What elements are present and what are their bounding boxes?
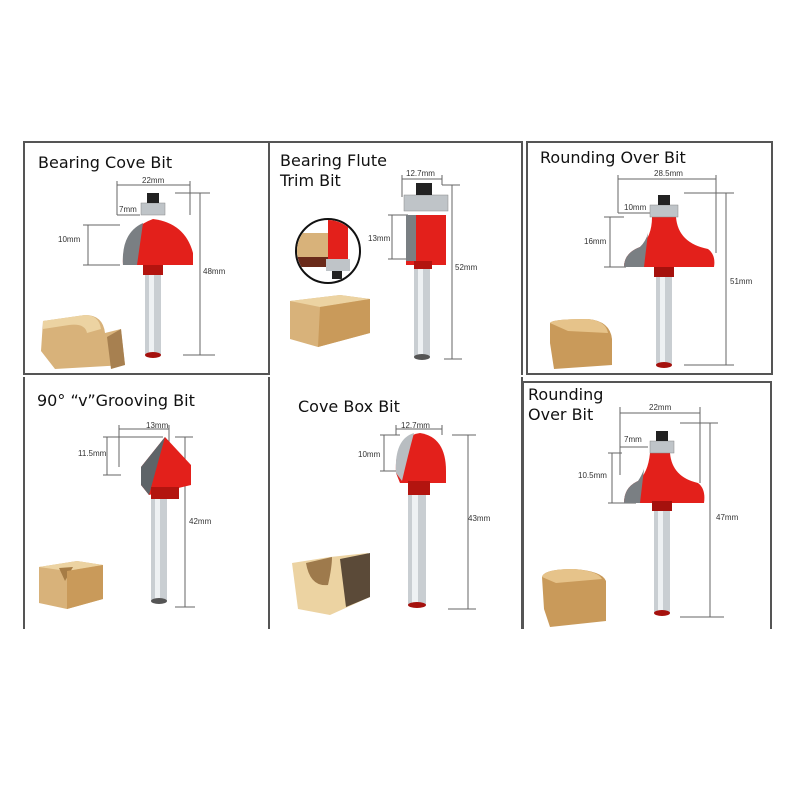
panel-bearing-cove-bit: Bearing Cove Bit 22mm 7mm 10mm 48mm — [23, 141, 270, 375]
dim-cut-height: 10mm — [358, 450, 381, 459]
dim-width: 12.7mm — [401, 421, 430, 430]
wood-sample-block — [290, 295, 370, 347]
dim-total-length: 43mm — [468, 514, 491, 523]
dim-width: 28.5mm — [654, 169, 683, 178]
panel-rounding-over-bit-large: Rounding Over Bit 28.5mm 10mm 16mm 51mm — [526, 141, 773, 375]
dim-cut-height: 13mm — [368, 234, 391, 243]
dim-width: 22mm — [142, 176, 165, 185]
wood-sample-rounded — [542, 569, 606, 627]
dim-cut-height: 11.5mm — [78, 449, 107, 458]
panel-title: Bearing Cove Bit — [38, 153, 173, 172]
dim-total-length: 47mm — [716, 513, 739, 522]
panel-v-grooving-bit: 90° “v”Grooving Bit 13mm 11.5mm 42mm — [23, 377, 270, 629]
panel-cove-box-bit: Cove Box Bit 12.7mm 10mm 43mm — [270, 377, 523, 629]
panel-title: 90° “v”Grooving Bit — [37, 391, 195, 410]
wood-sample-cove-box — [292, 553, 370, 615]
panel-title: Bearing Flute Trim Bit — [280, 151, 387, 190]
wood-sample-v-groove — [39, 561, 103, 609]
router-bit-illustration — [550, 175, 734, 369]
panel-bearing-flute-trim-bit: Bearing Flute Trim Bit — [270, 141, 523, 375]
dim-total-length: 51mm — [730, 277, 753, 286]
panel-title: Rounding Over Bit — [540, 148, 686, 167]
dim-cut-height: 10mm — [58, 235, 81, 244]
dim-width: 13mm — [146, 421, 169, 430]
dim-total-length: 42mm — [189, 517, 212, 526]
dim-total-length: 52mm — [455, 263, 478, 272]
dim-bearing: 10mm — [624, 203, 647, 212]
dim-bearing: 7mm — [119, 205, 137, 214]
wood-sample-rounded — [550, 319, 612, 369]
panel-title: Cove Box Bit — [298, 397, 400, 416]
dim-width: 22mm — [649, 403, 672, 412]
dim-cut-height: 10.5mm — [578, 471, 607, 480]
panel-title: Rounding Over Bit — [528, 385, 604, 424]
dim-total-length: 48mm — [203, 267, 226, 276]
dim-width: 12.7mm — [406, 169, 435, 178]
dim-bearing: 7mm — [624, 435, 642, 444]
panel-rounding-over-bit-small: Rounding Over Bit 22mm 7mm 10.5mm 47mm — [522, 381, 772, 629]
router-bit-illustration — [41, 181, 215, 369]
router-bit-illustration — [542, 407, 724, 627]
wood-sample-cove — [41, 315, 125, 369]
router-bit-illustration — [292, 425, 476, 615]
dim-cut-height: 16mm — [584, 237, 607, 246]
trim-detail-magnifier — [295, 218, 361, 284]
router-bit-illustration — [290, 175, 462, 360]
router-bit-illustration — [39, 425, 195, 609]
